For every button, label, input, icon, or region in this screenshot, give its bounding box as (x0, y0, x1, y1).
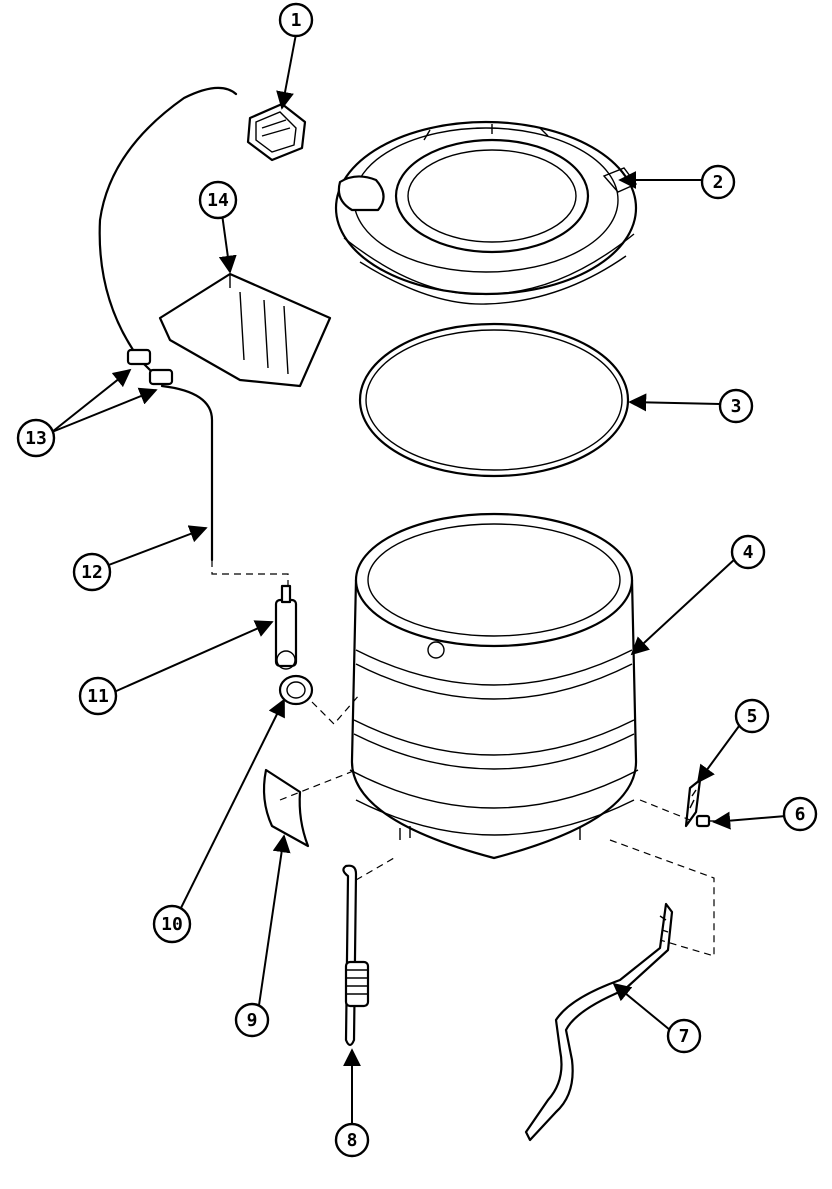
leader-lines (51, 33, 787, 1126)
callout-13: 13 (16, 418, 56, 458)
callout-6: 6 (782, 796, 818, 832)
svg-text:1: 1 (291, 10, 302, 31)
callout-12: 12 (72, 552, 112, 592)
part-4-outer-tub (349, 512, 639, 860)
part-1-fitting (246, 102, 307, 162)
part-12-tube (160, 384, 214, 562)
svg-text:7: 7 (679, 1026, 690, 1047)
svg-text:5: 5 (747, 706, 758, 727)
part-7-bar (524, 902, 674, 1142)
svg-text:4: 4 (743, 542, 754, 563)
callout-3: 3 (718, 388, 754, 424)
callout-14: 14 (198, 180, 238, 220)
callout-9: 9 (234, 1002, 270, 1038)
callout-1: 1 (278, 2, 314, 38)
svg-text:14: 14 (207, 190, 229, 211)
part-14-tray (158, 272, 332, 388)
callout-5: 5 (734, 698, 770, 734)
part-9-strip (262, 768, 310, 848)
part-6-screw (695, 814, 716, 828)
part-2-tub-cover (334, 120, 638, 305)
callout-2: 2 (700, 164, 736, 200)
assembly-lines (211, 560, 715, 957)
part-11-valve (274, 584, 298, 670)
svg-text:3: 3 (731, 396, 742, 417)
part-8-spring (342, 864, 370, 1047)
part-13-hose-clips (98, 86, 238, 386)
svg-text:9: 9 (247, 1010, 258, 1031)
callout-7: 7 (666, 1018, 702, 1054)
callout-4: 4 (730, 534, 766, 570)
svg-text:6: 6 (795, 804, 806, 825)
part-3-gasket (358, 322, 630, 478)
svg-text:8: 8 (347, 1130, 358, 1151)
svg-text:12: 12 (81, 562, 103, 583)
part-10-nozzle (278, 674, 314, 706)
svg-text:10: 10 (161, 914, 183, 935)
svg-text:11: 11 (87, 686, 109, 707)
callout-11: 11 (78, 676, 118, 716)
part-5-bracket (684, 778, 702, 828)
svg-text:13: 13 (25, 428, 47, 449)
callout-8: 8 (334, 1122, 370, 1158)
callout-10: 10 (152, 904, 192, 944)
svg-text:2: 2 (713, 172, 724, 193)
